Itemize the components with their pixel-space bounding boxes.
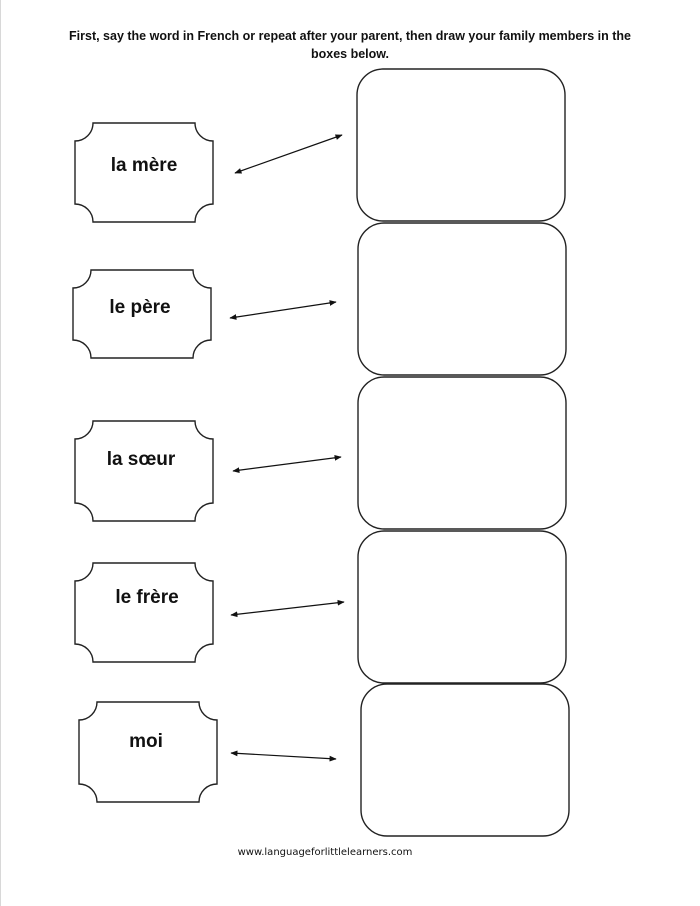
drawing-box-1[interactable] bbox=[356, 68, 566, 222]
drawing-box-4[interactable] bbox=[357, 530, 567, 684]
word-card-frame-3 bbox=[74, 420, 214, 522]
word-label-father: le père bbox=[109, 297, 171, 318]
instructions-text: First, say the word in French or repeat … bbox=[69, 29, 631, 61]
word-card-frame-1 bbox=[74, 122, 214, 223]
drawing-box-2[interactable] bbox=[357, 222, 567, 376]
footer-url: www.languageforlittlelearners.com bbox=[237, 847, 413, 858]
word-label-sister: la sœur bbox=[106, 449, 176, 470]
arrow-5 bbox=[230, 750, 337, 762]
arrow-1 bbox=[234, 134, 343, 174]
word-card-frame-4 bbox=[74, 562, 214, 663]
word-label-brother: le frère bbox=[115, 587, 179, 608]
drawing-box-3[interactable] bbox=[357, 376, 567, 530]
page-edge bbox=[0, 0, 1, 906]
word-label-mother: la mère bbox=[110, 155, 178, 176]
word-card-frame-5 bbox=[78, 701, 218, 803]
arrow-4 bbox=[230, 599, 345, 618]
word-label-me: moi bbox=[129, 731, 163, 752]
arrow-2 bbox=[229, 300, 337, 320]
drawing-box-5[interactable] bbox=[360, 683, 570, 837]
word-card-frame-2 bbox=[72, 269, 212, 359]
arrow-3 bbox=[232, 454, 342, 474]
